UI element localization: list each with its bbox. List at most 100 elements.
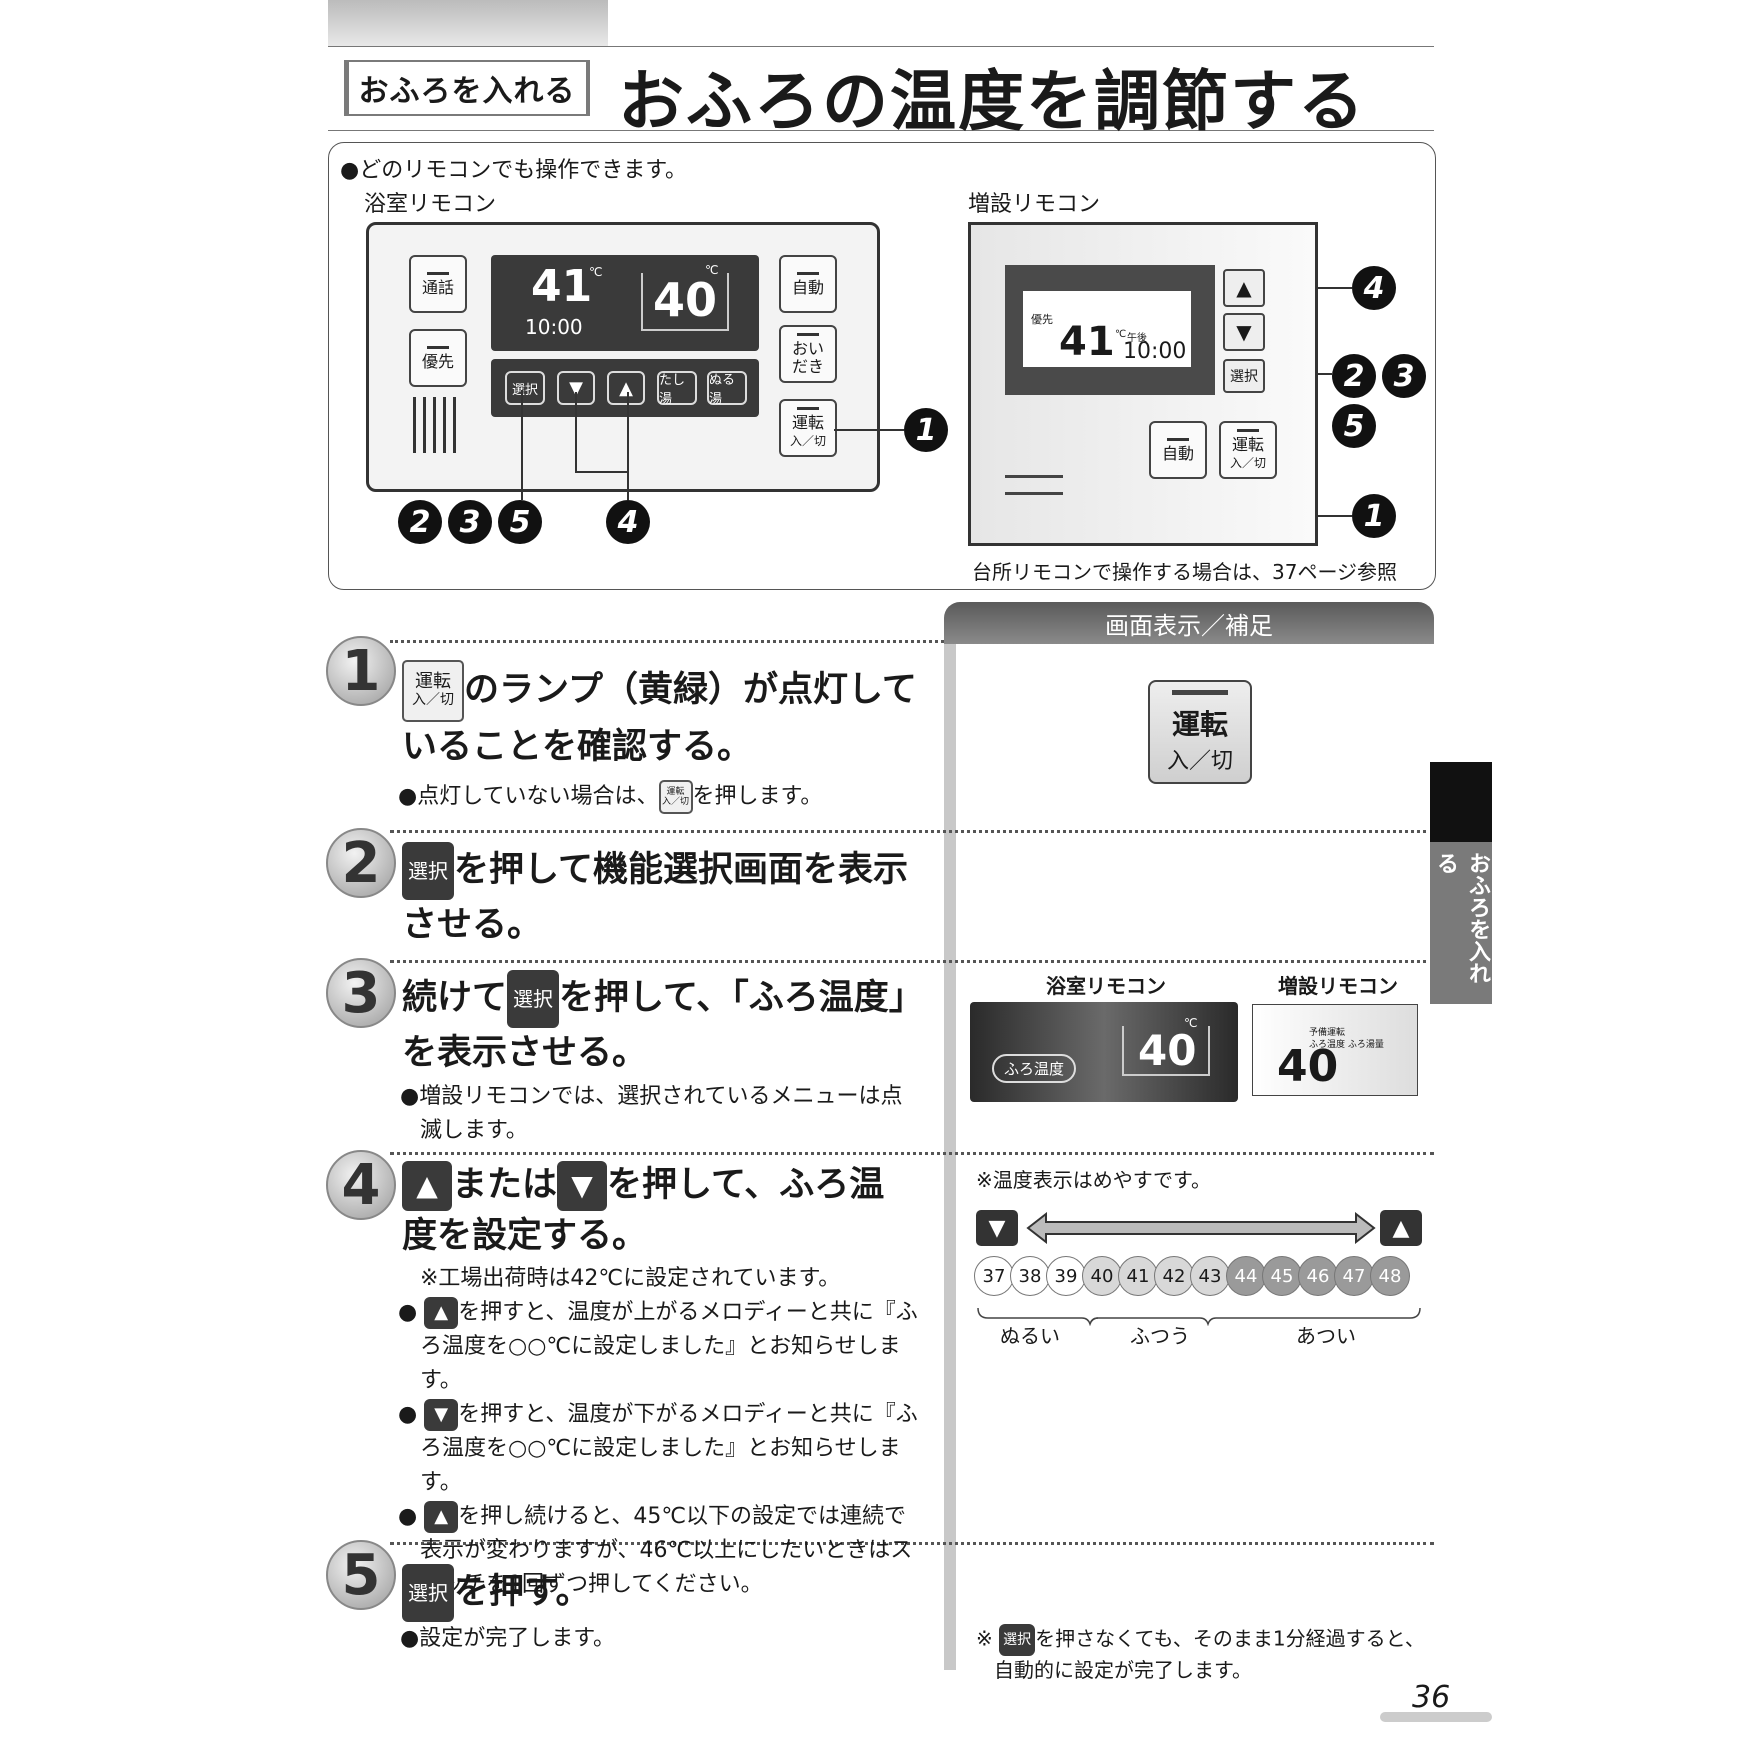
extra-lcd-unit: ℃ [1115,329,1127,340]
extra-down-button[interactable]: ▼ [1223,313,1265,351]
divider-4 [390,1152,1434,1155]
power-button-illustration: 運転 入／切 [1148,680,1252,784]
extra-up-button[interactable]: ▲ [1223,269,1265,307]
step-4-b3a: を押し続けると、45℃以下の設定では連続で [458,1504,907,1529]
auto-button[interactable]: 自動 [779,255,837,313]
bath-power-button[interactable]: 運転入／切 [779,399,837,457]
oidaki-button[interactable]: おいだき [779,325,837,383]
step-4-body: ※工場出荷時は42℃に設定されています。 ● ▲を押すと、温度が上がるメロディー… [398,1262,938,1602]
step-4-b3b: 表示が変わりますが、46℃以上にしたいときはス [420,1538,913,1563]
section-tag: おふろを入れる [344,60,590,116]
power-key-label-1: 運転 [415,671,451,692]
right-extra-lcd: 予備運転 ふろ温度 ふろ湯量 40 [1252,1004,1418,1096]
extra-select-label: 選択 [1230,369,1258,385]
callout-badge-3: 3 [448,500,492,544]
right-extra-lcd-line-1: 予備運転 [1309,1028,1346,1038]
extra-speaker [1005,475,1063,495]
column-divider [944,644,956,1670]
priority-button[interactable]: 優先 [409,329,467,387]
final-note-mark: ※ [976,1626,993,1651]
page-number-bar [1380,1712,1492,1722]
power-illus-label-2: 入／切 [1166,748,1233,774]
down-arrow-icon: ▼ [1236,320,1252,344]
step-5-heading-text: を押す。 [454,1572,591,1612]
select-key-icon: 選択 [507,970,560,1028]
range-atsui: あつい [1296,1324,1356,1348]
temp-circle: 47 [1334,1256,1374,1296]
temp-circle: 43 [1190,1256,1230,1296]
extra-lcd-pm: 午後 [1127,333,1147,344]
extra-auto-button[interactable]: 自動 [1149,421,1207,479]
callout-badge-2: 2 [398,500,442,544]
bath-select-button[interactable]: 選択 [505,371,545,405]
tashiyu-label: たし湯 [659,373,686,407]
step-4-bullet-3: ● ▲を押し続けると、45℃以下の設定では連続で [398,1500,938,1534]
extra-badge-2: 2 [1332,354,1376,398]
step-1-heading-text-2: いることを確認する。 [402,727,753,767]
step-number-5: 5 [326,1540,396,1610]
step-1-bullet: ●点灯していない場合は、運転入／切を押します。 [398,780,822,814]
temp-circle: 38 [1010,1256,1050,1296]
step-3-bullet: ●増設リモコンでは、選択されているメニューは点 滅します。 [400,1080,903,1148]
divider-3 [390,960,1434,963]
power-key-label-2: 入／切 [412,692,454,708]
down-key-icon: ▼ [557,1161,608,1211]
final-note: ※ 選択を押さなくても、そのまま1分経過すると、 自動的に設定が完了します。 [976,1624,1425,1684]
right-column-header-label: 画面表示／補足 [1105,611,1273,640]
call-button[interactable]: 通話 [409,255,467,313]
bath-up-button[interactable]: ▲ [607,371,645,405]
power-key-small-1: 運転 [666,787,685,797]
bath-remote-label: 浴室リモコン [364,192,497,217]
lcd-clock: 10:00 [525,315,583,339]
select-key-small-icon: 選択 [999,1624,1036,1656]
final-note-line-2: 自動的に設定が完了します。 [994,1658,1252,1682]
step-4-b3c: イッチを1回ずつ押してください。 [420,1572,763,1597]
side-tab-marker [1430,762,1492,842]
range-nurui: ぬるい [1000,1324,1060,1348]
power-key-icon: 運転入／切 [402,660,464,722]
page-title: おふろの温度を調節する [618,63,1366,140]
right-column-header: 画面表示／補足 [944,602,1434,644]
extra-lcd-temp: 41 [1059,319,1115,365]
lcd-bath-frame [641,273,729,331]
tashiyu-button[interactable]: たし湯 [657,371,697,407]
callout-badge-4: 4 [606,500,650,544]
final-note-line-1: を押さなくても、そのまま1分経過すると、 [1035,1626,1425,1651]
step-3-heading-text-2: を表示させる。 [402,1033,648,1073]
step-5-heading: 選択を押す。 [402,1564,942,1622]
temp-circle: 45 [1262,1256,1302,1296]
up-key-icon: ▲ [402,1161,452,1211]
furo-ondo-indicator: ふろ温度 [992,1054,1077,1083]
bath-lcd: 41 ℃ 10:00 40 ℃ [491,255,759,351]
lcd-unit: ℃ [589,265,603,279]
extra-lcd-frame: 優先 41 ℃ 午後 10:00 [1005,265,1215,395]
extra-select-button[interactable]: 選択 [1223,359,1265,393]
range-brackets [977,1307,1421,1326]
temp-circle: 42 [1154,1256,1194,1296]
divider-1 [390,640,944,643]
temp-circle: 46 [1298,1256,1338,1296]
step-5-bullet: ●設定が完了します。 [400,1626,615,1651]
nuruyu-button[interactable]: ぬる湯 [707,371,747,407]
temp-note: ※温度表示はめやすです。 [976,1168,1211,1192]
right-bath-lcd: ふろ温度 40 ℃ [970,1002,1238,1102]
select-key-icon: 選択 [402,1564,454,1622]
down-arrow-icon: ▼ [569,377,583,399]
callout-badge-1: 1 [904,408,948,452]
down-key-small-icon: ▼ [424,1399,459,1431]
up-arrow-icon: ▲ [1236,276,1252,300]
step-4-b2a: を押すと、温度が下がるメロディーと共に『ふ [458,1402,918,1427]
step-4-heading-text-2: 度を設定する。 [402,1216,648,1256]
callout-badge-5: 5 [498,500,542,544]
range-futsuu: ふつう [1130,1324,1190,1348]
extra-power-label-2: 入／切 [1229,455,1266,470]
bath-power-label-2: 入／切 [789,433,826,448]
speaker-grille [413,397,461,453]
divider-5 [390,1542,1434,1545]
section-tag-label: おふろを入れる [348,62,586,114]
up-arrow-icon: ▲ [619,377,633,399]
extra-power-button[interactable]: 運転入／切 [1219,421,1277,479]
power-key-small-icon: 運転入／切 [658,780,693,814]
power-illus-label-1: 運転 [1171,707,1228,741]
temp-circle: 37 [974,1256,1014,1296]
